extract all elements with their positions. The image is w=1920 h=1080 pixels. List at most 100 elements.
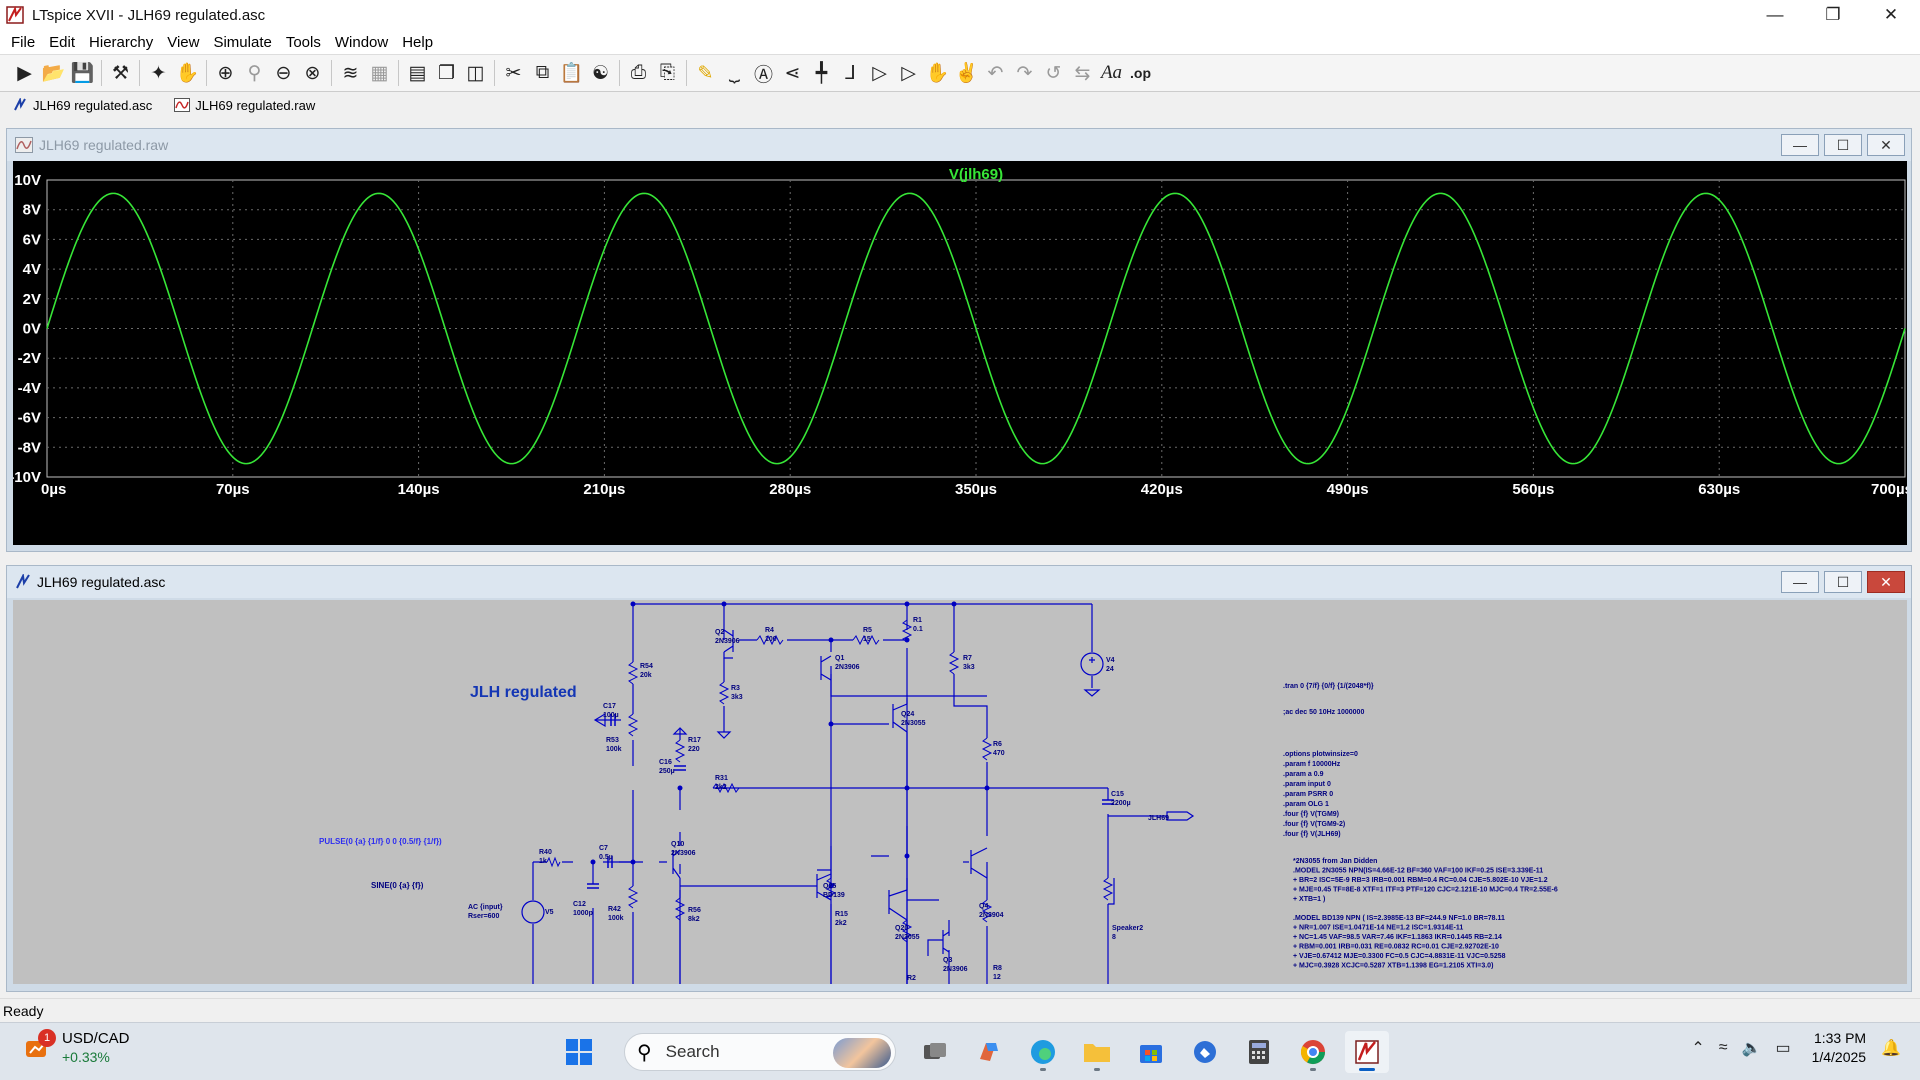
component-ref[interactable]: R53 [606,737,619,744]
zoom-fit-icon[interactable]: ⊗ [304,62,321,84]
component-ref[interactable]: Q1 [835,655,844,662]
spice-directive-line[interactable]: .param input 0 [1283,781,1331,788]
schematic-canvas[interactable]: JLH regulated PULSE(0 {a} {1/f} 0 0 {0.5… [13,600,1907,1027]
spice-directive-line[interactable]: ;ac dec 50 10Hz 1000000 [1283,709,1364,716]
component-value[interactable]: 2200µ [1111,800,1131,807]
edge-icon[interactable] [1021,1031,1065,1073]
menu-file[interactable]: File [11,33,36,51]
component-value[interactable]: 250µ [659,768,675,775]
spice-model-line[interactable]: + MJE=0.45 TF=8E-8 XTF=1 ITF=3 PTF=120 C… [1293,887,1558,894]
capacitor-icon[interactable]: ╇ [815,62,828,84]
component-ref[interactable]: R8 [993,965,1002,972]
component-value[interactable]: 100k [608,915,624,922]
child-close-button[interactable]: ✕ [1867,134,1905,156]
spice-directive-line[interactable]: .param a 0.9 [1283,771,1324,778]
child-minimize-button[interactable]: — [1781,134,1819,156]
component-value[interactable]: 470 [993,750,1005,757]
component-value[interactable]: 2N3055 [895,934,920,941]
tile-horizontal-icon[interactable]: ▤ [408,62,427,84]
spice-directive-line[interactable]: .param f 10000Hz [1283,761,1341,768]
component-ref[interactable]: R7 [963,655,972,662]
spice-model-line[interactable]: *2N3055 from Jan Didden [1293,858,1377,865]
ltspice-icon[interactable] [1345,1031,1389,1073]
component-value[interactable]: BD139 [823,892,845,899]
widgets-button[interactable]: 1 USD/CAD +0.33% [22,1029,130,1067]
resistor-icon[interactable]: ⋖ [784,62,801,84]
component-ref[interactable]: V5 [545,909,554,916]
menu-simulate[interactable]: Simulate [213,33,272,51]
component-value[interactable]: 2N3904 [979,912,1004,919]
diode-icon[interactable]: ▷ [872,62,887,84]
component-ref[interactable]: Q4 [979,903,988,910]
tile-vertical-icon[interactable]: ◫ [466,62,485,84]
tab-waveform[interactable]: JLH69 regulated.raw [170,95,319,115]
component-ref[interactable]: R42 [608,906,621,913]
component-ref[interactable]: R40 [539,849,552,856]
taskbar-search[interactable]: ⚲ Search [624,1033,896,1071]
component-ref[interactable]: R1 [913,617,922,624]
sine-source-text[interactable]: SINE(0 {a} {f}) [371,881,424,890]
open-icon[interactable]: 📂 [41,63,66,84]
child-minimize-button[interactable]: — [1781,571,1819,593]
component-ref[interactable]: R4 [765,627,774,634]
zoom-out-icon[interactable]: ⊖ [275,62,292,84]
clock[interactable]: 1:33 PM 1/4/2025 [1812,1029,1867,1067]
trace-label[interactable]: V(jlh69) [949,166,1003,183]
component-value[interactable]: 20k [640,672,652,679]
menu-edit[interactable]: Edit [49,33,76,51]
component-ref[interactable]: Q20 [895,925,908,932]
battery-icon[interactable]: ▭ [1775,1040,1791,1057]
component-value[interactable]: 100k [606,746,622,753]
copy-icon[interactable]: ⧉ [535,62,550,83]
schematic-drawing[interactable]: JLH regulated PULSE(0 {a} {1/f} 0 0 {0.5… [13,600,1907,1027]
spice-model-line[interactable]: + VJE=0.67412 MJE=0.3300 FC=0.5 CJC=4.88… [1293,953,1506,960]
component-value[interactable]: 2N3055 [901,720,926,727]
spice-directive-line[interactable]: .options plotwinsize=0 [1283,751,1358,758]
component-value[interactable]: 220 [688,746,700,753]
print-setup-icon[interactable]: ⎘ [659,62,676,83]
component-value[interactable]: 8 [1112,934,1116,941]
ac-source-text[interactable]: AC {input} [468,904,503,911]
notification-bell-icon[interactable]: 🔔 [1881,1040,1901,1057]
rotate-icon[interactable]: ↺ [1045,62,1062,84]
control-panel-icon[interactable]: ⚒ [111,62,130,84]
component-ref[interactable]: R3 [731,685,740,692]
start-button[interactable] [557,1031,601,1073]
component-ref[interactable]: R17 [688,737,701,744]
component-ref[interactable]: R5 [863,627,872,634]
pan-icon[interactable]: ✋ [175,63,200,84]
menu-hierarchy[interactable]: Hierarchy [89,33,154,51]
move-icon[interactable]: ✋ [925,63,950,84]
chevron-up-icon[interactable]: ⌃ [1691,1040,1705,1057]
component-ref[interactable]: Q10 [671,841,684,848]
net-label-jlh69[interactable]: JLH69 [1148,815,1169,822]
redo-icon[interactable]: ↷ [1016,62,1033,84]
grid-icon[interactable]: ▦ [370,62,389,84]
restore-button[interactable]: ❐ [1825,5,1841,24]
minimize-button[interactable]: — [1766,5,1784,24]
drag-icon[interactable]: ✌ [954,63,979,84]
spice-model-line[interactable]: .MODEL BD139 NPN ( IS=2.3985E-13 BF=244.… [1293,915,1505,922]
component-ref[interactable]: Q2 [715,629,724,636]
component-value[interactable]: 1000p [573,910,593,917]
rser-text[interactable]: Rser=600 [468,913,499,920]
label-net-icon[interactable]: Ⓐ [753,64,773,86]
spice-models[interactable]: *2N3055 from Jan Didden.MODEL 2N3055 NPN… [1293,858,1558,970]
spice-model-line[interactable]: + BR=2 ISC=5E-9 RB=3 IRB=0.001 RBM=0.4 R… [1293,877,1548,884]
component-value[interactable]: 2k2 [715,784,727,791]
component-ref[interactable]: R15 [835,911,848,918]
component-ref[interactable]: C15 [1111,791,1124,798]
component-value[interactable]: 0.5µ [599,854,613,861]
inductor-icon[interactable]: ⅃ [845,62,856,84]
cut-icon[interactable]: ✂ [505,62,522,84]
calculator-icon[interactable] [1237,1031,1281,1073]
file-explorer-icon[interactable] [1075,1031,1119,1073]
component-value[interactable]: 24 [1106,666,1114,673]
run-icon[interactable]: ▶ [17,62,32,84]
cascade-icon[interactable]: ❐ [437,62,456,84]
undo-icon[interactable]: ↶ [987,62,1004,84]
pulse-source-text[interactable]: PULSE(0 {a} {1/f} 0 0 {0.5/f} {1/f}) [319,837,442,846]
spice-model-line[interactable]: + NR=1.007 ISE=1.0471E-14 NE=1.2 ISC=1.9… [1293,925,1463,932]
component-value[interactable]: 3k3 [963,664,975,671]
